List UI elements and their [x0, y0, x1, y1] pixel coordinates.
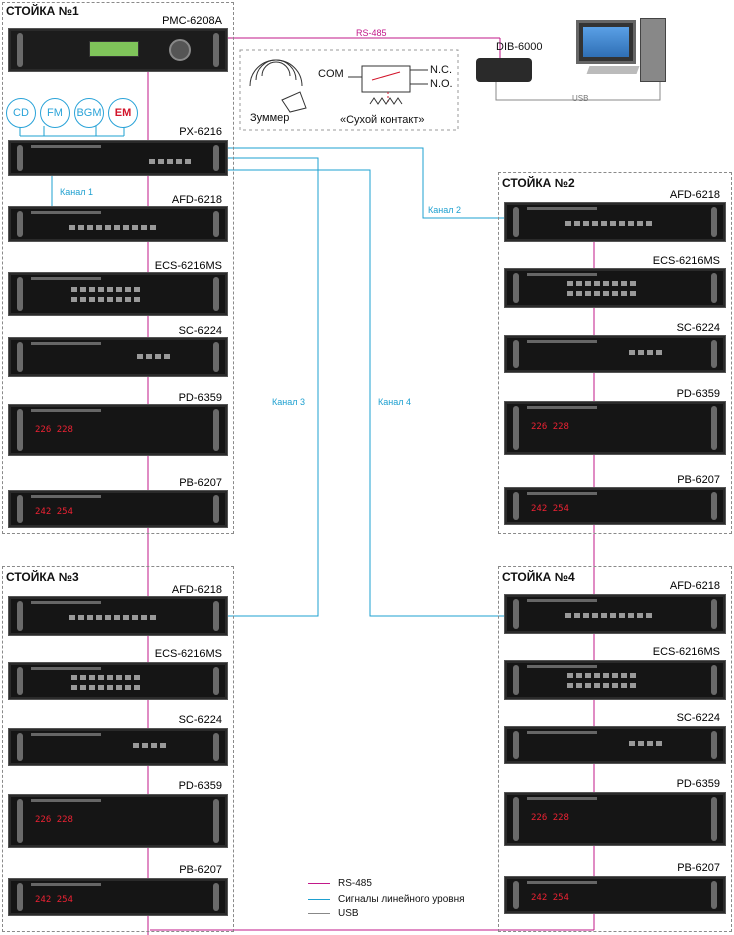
rack-3-frame [2, 566, 234, 932]
afd-6218-unit [8, 596, 228, 636]
rack-4-title: СТОЙКА №4 [502, 570, 575, 584]
volume-knob [169, 39, 191, 61]
model-label: ECS-6216MS [154, 260, 222, 272]
model-label: SC-6224 [676, 712, 720, 724]
model-label: PB-6207 [677, 862, 720, 874]
model-label: PB-6207 [677, 474, 720, 486]
pd-display: 226 228 [35, 425, 73, 435]
buzzer-label: Зуммер [250, 112, 290, 124]
legend-line-level: Сигналы линейного уровня [308, 894, 465, 905]
sc-6224-unit [8, 728, 228, 766]
rack-4-frame [498, 566, 732, 932]
relay-icon [348, 65, 428, 105]
dry-contact-label: «Сухой контакт» [340, 114, 425, 126]
channel-4-label: Канал 4 [378, 397, 411, 407]
sc-6224-unit [504, 726, 726, 764]
pd-6359-unit: 226 228 [504, 401, 726, 455]
model-label: PB-6207 [179, 477, 222, 489]
usb-wire [495, 70, 661, 101]
afd-6218-unit [504, 594, 726, 634]
legend-rs485: RS-485 [308, 878, 372, 889]
ecs-6216ms-unit [8, 272, 228, 316]
afd-6218-unit [8, 206, 228, 242]
sc-6224-unit [8, 337, 228, 377]
source-cd: CD [6, 98, 36, 128]
ecs-6216ms-unit [8, 662, 228, 700]
pb-6207-unit: 242 254 [8, 490, 228, 528]
pb-display: 242 254 [35, 507, 73, 517]
nc-label: N.C. [430, 64, 452, 76]
model-label: ECS-6216MS [154, 648, 222, 660]
pd-6359-unit: 226 228 [8, 794, 228, 848]
pc-monitor-icon [576, 20, 636, 64]
rack-1-frame [2, 2, 234, 534]
model-label: AFD-6218 [669, 189, 720, 201]
source-bgm: BGM [74, 98, 104, 128]
model-label: AFD-6218 [171, 584, 222, 596]
channel-2-label: Канал 2 [428, 205, 461, 215]
rs485-label: RS-485 [356, 28, 387, 38]
usb-label: USB [572, 94, 589, 103]
afd-6218-unit [504, 202, 726, 242]
model-label: SC-6224 [676, 322, 720, 334]
model-label: PD-6359 [676, 388, 720, 400]
model-label: PB-6207 [179, 864, 222, 876]
model-label: PMC-6208A [162, 15, 222, 27]
model-label: PD-6359 [178, 392, 222, 404]
rack-1-title: СТОЙКА №1 [6, 4, 79, 18]
ecs-6216ms-unit [504, 660, 726, 700]
dib-6000-label: DIB-6000 [496, 41, 543, 53]
pb-6207-unit: 242 254 [504, 487, 726, 525]
pc-tower-icon [640, 18, 666, 82]
pmc-6208a-unit [8, 28, 228, 72]
model-label: AFD-6218 [669, 580, 720, 592]
channel-1-label: Канал 1 [60, 187, 93, 197]
source-em: EM [108, 98, 138, 128]
keyboard-icon [586, 66, 640, 74]
rack-2-frame [498, 172, 732, 534]
source-fm: FM [40, 98, 70, 128]
model-label: SC-6224 [178, 325, 222, 337]
model-label: AFD-6218 [171, 194, 222, 206]
px-6216-unit [8, 140, 228, 176]
model-label: PD-6359 [178, 780, 222, 792]
pd-6359-unit: 226 228 [504, 792, 726, 846]
rack-3-title: СТОЙКА №3 [6, 570, 79, 584]
no-label: N.O. [430, 78, 453, 90]
buzzer-icon [249, 59, 307, 113]
dib-6000-device [476, 58, 532, 82]
ecs-6216ms-unit [504, 268, 726, 308]
sc-6224-unit [504, 335, 726, 373]
channel-3-label: Канал 3 [272, 397, 305, 407]
model-label: SC-6224 [178, 714, 222, 726]
model-label: PD-6359 [676, 778, 720, 790]
com-label: COM [318, 68, 344, 80]
rack-2-title: СТОЙКА №2 [502, 176, 575, 190]
model-label: PX-6216 [179, 126, 222, 138]
pb-6207-unit: 242 254 [504, 876, 726, 914]
pb-6207-unit: 242 254 [8, 878, 228, 916]
lcd-screen [89, 41, 139, 57]
model-label: ECS-6216MS [652, 646, 720, 658]
line-level-wires [19, 126, 508, 617]
pd-6359-unit: 226 228 [8, 404, 228, 456]
signaling-box [239, 49, 459, 131]
legend-usb: USB [308, 908, 359, 919]
model-label: ECS-6216MS [652, 255, 720, 267]
